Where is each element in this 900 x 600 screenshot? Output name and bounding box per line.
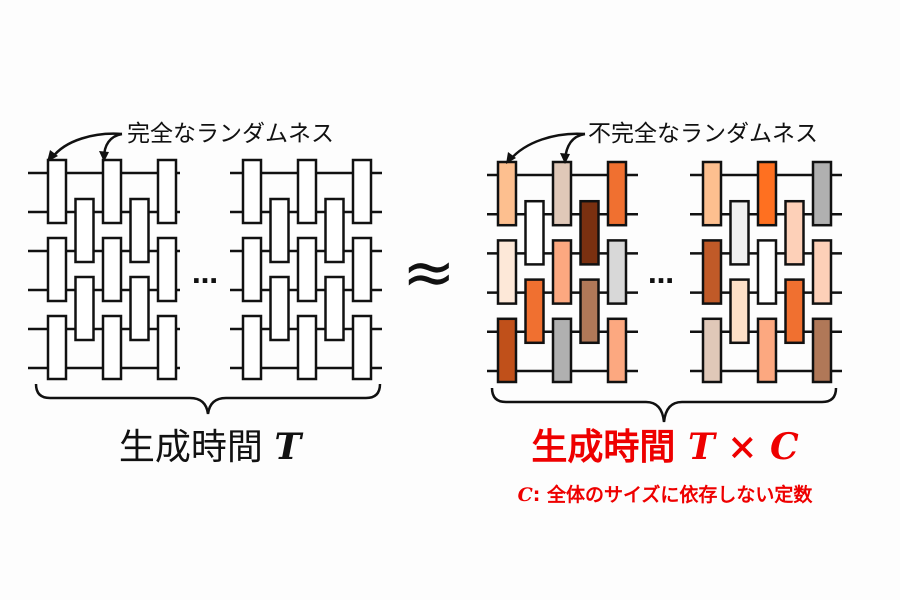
random-gate bbox=[701, 317, 723, 384]
arrowhead-icon bbox=[47, 150, 58, 162]
random-gate bbox=[269, 197, 290, 264]
random-gate bbox=[606, 160, 628, 227]
random-gate bbox=[524, 199, 545, 266]
random-gate bbox=[351, 236, 373, 303]
random-gate bbox=[101, 236, 123, 303]
arrow-icon bbox=[50, 132, 123, 159]
random-gate bbox=[351, 158, 373, 225]
constant-description: : 全体のサイズに依存しない定数 bbox=[532, 484, 813, 506]
random-gate bbox=[74, 197, 95, 264]
random-gate bbox=[579, 199, 600, 266]
random-gate bbox=[46, 236, 68, 303]
random-gate bbox=[324, 197, 345, 264]
constant-variable: C bbox=[517, 484, 533, 506]
left-circuit-block-1 bbox=[28, 158, 180, 381]
random-gate bbox=[324, 275, 345, 342]
random-gate bbox=[241, 314, 263, 381]
random-gate bbox=[296, 158, 318, 225]
random-gate bbox=[551, 160, 573, 227]
random-gate bbox=[101, 314, 123, 381]
random-gate bbox=[811, 160, 833, 227]
ellipsis-left: … bbox=[192, 260, 218, 290]
random-gate bbox=[811, 239, 833, 305]
random-gate bbox=[496, 317, 518, 384]
generation-time-left: 生成時間 T bbox=[60, 418, 360, 470]
random-gate bbox=[551, 239, 573, 305]
random-gate bbox=[811, 317, 833, 384]
ellipsis-right: … bbox=[648, 260, 674, 290]
constant-note: C: 全体のサイズに依存しない定数 bbox=[470, 480, 860, 507]
imperfect-randomness-label: 不完全なランダムネス bbox=[588, 121, 818, 147]
arrowhead-icon bbox=[560, 153, 570, 164]
brace-right bbox=[490, 387, 838, 423]
random-gate bbox=[784, 278, 805, 345]
time-expression: T × C bbox=[687, 426, 799, 468]
random-gate bbox=[756, 160, 778, 227]
random-gate bbox=[579, 278, 600, 345]
random-gate bbox=[551, 317, 573, 384]
random-gate bbox=[729, 199, 750, 266]
time-label: 生成時間 bbox=[531, 427, 676, 468]
brace-left bbox=[34, 383, 382, 415]
random-gate bbox=[296, 236, 318, 303]
random-gate bbox=[496, 160, 518, 227]
random-gate bbox=[756, 239, 778, 305]
random-gate bbox=[606, 317, 628, 384]
time-variable: T bbox=[274, 426, 302, 468]
random-gate bbox=[74, 275, 95, 342]
random-gate bbox=[296, 314, 318, 381]
random-gate bbox=[241, 158, 263, 225]
random-gate bbox=[606, 239, 628, 305]
random-gate bbox=[241, 236, 263, 303]
random-gate bbox=[524, 278, 545, 345]
arrows-right bbox=[509, 132, 586, 161]
right-circuit-block-1 bbox=[487, 160, 638, 384]
random-gate bbox=[496, 239, 518, 305]
random-gate bbox=[101, 158, 123, 225]
arrow-icon bbox=[509, 132, 586, 161]
random-gate bbox=[129, 275, 150, 342]
random-gate bbox=[46, 314, 68, 381]
approx-symbol: ≈ bbox=[402, 236, 456, 310]
arrowhead-icon bbox=[506, 152, 516, 164]
random-gate bbox=[701, 239, 723, 305]
random-gate bbox=[784, 199, 805, 266]
random-gate bbox=[156, 236, 178, 303]
random-gate bbox=[756, 317, 778, 384]
arrows-left bbox=[50, 132, 123, 159]
random-gate bbox=[351, 314, 373, 381]
random-gate bbox=[729, 278, 750, 345]
random-gate bbox=[156, 314, 178, 381]
random-gate bbox=[156, 158, 178, 225]
perfect-randomness-label: 完全なランダムネス bbox=[127, 121, 334, 147]
random-gate bbox=[46, 158, 68, 225]
arrowhead-icon bbox=[99, 151, 109, 162]
left-circuit-block-2 bbox=[230, 158, 382, 381]
random-gate bbox=[129, 197, 150, 264]
random-gate bbox=[269, 275, 290, 342]
time-label: 生成時間 bbox=[118, 427, 263, 468]
random-gate bbox=[701, 160, 723, 227]
right-circuit-block-2 bbox=[690, 160, 842, 384]
generation-time-right: 生成時間 T × C bbox=[480, 418, 850, 470]
